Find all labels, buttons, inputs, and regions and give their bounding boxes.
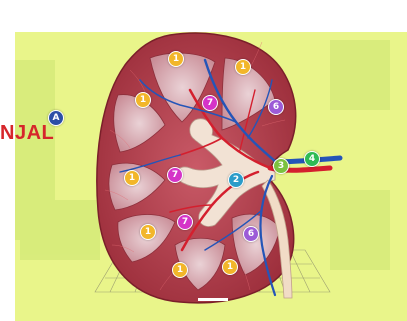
marker-badge-6[interactable]: 6 (243, 226, 259, 242)
marker-badge-7[interactable]: 7 (202, 95, 218, 111)
marker-badge-7[interactable]: 7 (177, 214, 193, 230)
scale-bar (198, 298, 228, 301)
marker-badge-1[interactable]: 1 (222, 259, 238, 275)
marker-badge-6[interactable]: 6 (268, 99, 284, 115)
marker-badge-2[interactable]: 2 (228, 172, 244, 188)
marker-badge-1[interactable]: 1 (172, 262, 188, 278)
marker-badge-1[interactable]: 1 (168, 51, 184, 67)
marker-badge-4[interactable]: 4 (304, 151, 320, 167)
marker-badge-1[interactable]: 1 (235, 59, 251, 75)
marker-badge-3[interactable]: 3 (273, 158, 289, 174)
marker-badge-1[interactable]: 1 (135, 92, 151, 108)
marker-badge-A[interactable]: A (48, 110, 64, 126)
heading-fragment: NJAL (0, 122, 54, 146)
marker-badge-1[interactable]: 1 (124, 170, 140, 186)
marker-badge-7[interactable]: 7 (167, 167, 183, 183)
marker-badge-1[interactable]: 1 (140, 224, 156, 240)
